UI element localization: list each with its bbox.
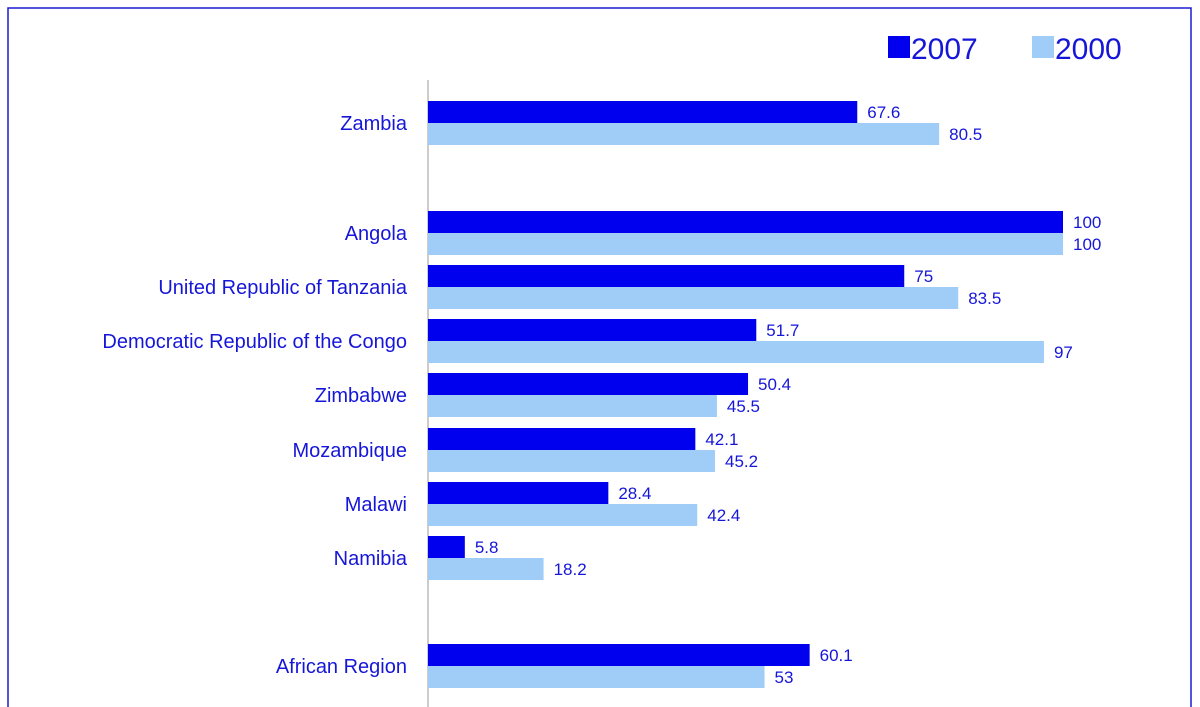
bar-2000-zimbabwe <box>428 395 717 417</box>
bar-2007-zambia <box>428 101 858 123</box>
category-label-angola: Angola <box>345 223 408 245</box>
category-label-namibia: Namibia <box>334 548 408 570</box>
bar-2000-united-republic-of-tanzania <box>428 287 959 309</box>
value-label-2007-mozambique: 42.1 <box>705 430 738 449</box>
value-label-2007-zimbabwe: 50.4 <box>758 375 791 394</box>
value-label-2007-namibia: 5.8 <box>475 538 499 557</box>
value-label-2007-malawi: 28.4 <box>618 484 651 503</box>
category-label-democratic-republic-of-the-congo: Democratic Republic of the Congo <box>102 331 407 353</box>
legend-swatch-2007 <box>888 36 910 58</box>
bar-2000-african-region <box>428 666 765 688</box>
value-label-2000-african-region: 53 <box>775 668 794 687</box>
legend-label-2007: 2007 <box>911 33 978 66</box>
value-label-2000-zimbabwe: 45.5 <box>727 397 760 416</box>
value-label-2007-angola: 100 <box>1073 213 1101 232</box>
legend: 2007 2000 <box>888 33 1122 66</box>
bar-2007-malawi <box>428 482 609 504</box>
bar-2000-zambia <box>428 123 940 145</box>
bar-2007-namibia <box>428 536 465 558</box>
value-label-2007-zambia: 67.6 <box>867 103 900 122</box>
value-labels: 67.6 80.5 100 100 75 83.5 51.7 97 50.4 45.5 42.1 45… <box>475 103 1102 687</box>
bar-2000-democratic-republic-of-the-congo <box>428 341 1044 363</box>
value-label-2000-zambia: 80.5 <box>949 125 982 144</box>
bar-2007-zimbabwe <box>428 373 749 395</box>
bar-2000-angola <box>428 233 1063 255</box>
category-label-african-region: African Region <box>276 656 407 678</box>
bar-2000-malawi <box>428 504 698 526</box>
bar-2007-united-republic-of-tanzania <box>428 265 905 287</box>
value-label-2007-democratic-republic-of-the-congo: 51.7 <box>766 321 799 340</box>
value-label-2000-mozambique: 45.2 <box>725 452 758 471</box>
bar-2000-namibia <box>428 558 544 580</box>
category-label-malawi: Malawi <box>345 494 407 516</box>
category-label-zambia: Zambia <box>340 113 408 135</box>
legend-label-2000: 2000 <box>1055 33 1122 66</box>
legend-swatch-2000 <box>1032 36 1054 58</box>
bar-2000-mozambique <box>428 450 716 472</box>
category-label-mozambique: Mozambique <box>292 440 407 462</box>
category-label-united-republic-of-tanzania: United Republic of Tanzania <box>158 277 408 299</box>
bars <box>428 101 1063 688</box>
category-label-zimbabwe: Zimbabwe <box>315 385 407 407</box>
bar-2007-democratic-republic-of-the-congo <box>428 319 757 341</box>
value-label-2007-united-republic-of-tanzania: 75 <box>914 267 933 286</box>
value-label-2000-united-republic-of-tanzania: 83.5 <box>968 289 1001 308</box>
bar-2007-mozambique <box>428 428 696 450</box>
value-label-2000-angola: 100 <box>1073 235 1101 254</box>
value-label-2000-democratic-republic-of-the-congo: 97 <box>1054 343 1073 362</box>
value-label-2000-namibia: 18.2 <box>554 560 587 579</box>
value-label-2007-african-region: 60.1 <box>820 646 853 665</box>
bar-2007-african-region <box>428 644 810 666</box>
value-label-2000-malawi: 42.4 <box>707 506 740 525</box>
bar-2007-angola <box>428 211 1063 233</box>
